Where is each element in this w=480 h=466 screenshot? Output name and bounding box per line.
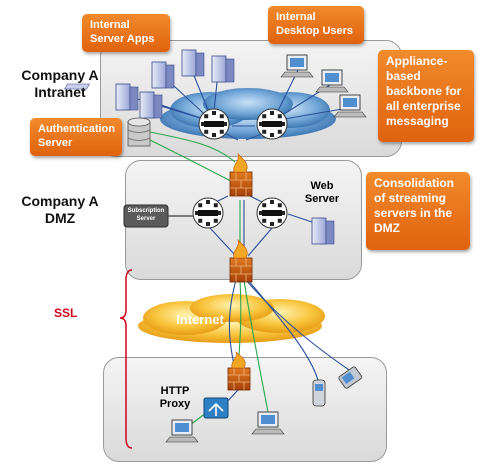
messaging-appliance-icon (256, 108, 288, 140)
server-icon (64, 83, 139, 111)
firewall-icon (229, 153, 253, 197)
messaging-appliance-icon (192, 197, 224, 229)
web-server-icon (311, 217, 335, 245)
desktop-computer-icon (165, 419, 199, 443)
firewall-icon (229, 239, 253, 283)
desktop-computer-icon (251, 411, 285, 435)
ssl-bracket (119, 269, 133, 449)
zone-label-intranet: Company A Intranet (21, 67, 99, 100)
subscription-server-box (123, 204, 169, 228)
subscription-server-label: Subscription Server (127, 208, 165, 222)
messaging-appliance-icon (256, 197, 288, 229)
http-proxy-label: HTTP Proxy (159, 385, 191, 410)
messaging-appliance-icon (198, 108, 230, 140)
proxy-router-icon (203, 397, 229, 419)
server-icon (211, 55, 235, 83)
mobile-phone-icon (312, 379, 326, 407)
server-icon (151, 61, 175, 89)
server-icon (181, 49, 205, 77)
desktop-computer-icon (280, 54, 314, 78)
zone-label-dmz: Company A DMZ (21, 193, 99, 226)
database-icon (127, 117, 151, 147)
internet-cloud (138, 294, 325, 343)
firewall-icon (227, 351, 251, 391)
web-server-label: Web Server (304, 180, 340, 205)
pda-device-icon (338, 366, 363, 389)
callout-appliance-backbone: Appliance- based backbone for all enterp… (378, 50, 474, 142)
internet-label: Internet (176, 312, 224, 327)
desktop-computer-icon (315, 69, 349, 93)
callout-consolidation: Consolidation of streaming servers in th… (366, 172, 470, 250)
desktop-computer-icon (333, 94, 367, 118)
callout-internal-desktop-users: Internal Desktop Users (268, 6, 364, 44)
callout-internal-server-apps: Internal Server Apps (82, 14, 170, 52)
callout-authentication-server: Authentication Server (30, 118, 122, 156)
ssl-label: SSL (54, 306, 78, 320)
server-icon (139, 91, 163, 119)
